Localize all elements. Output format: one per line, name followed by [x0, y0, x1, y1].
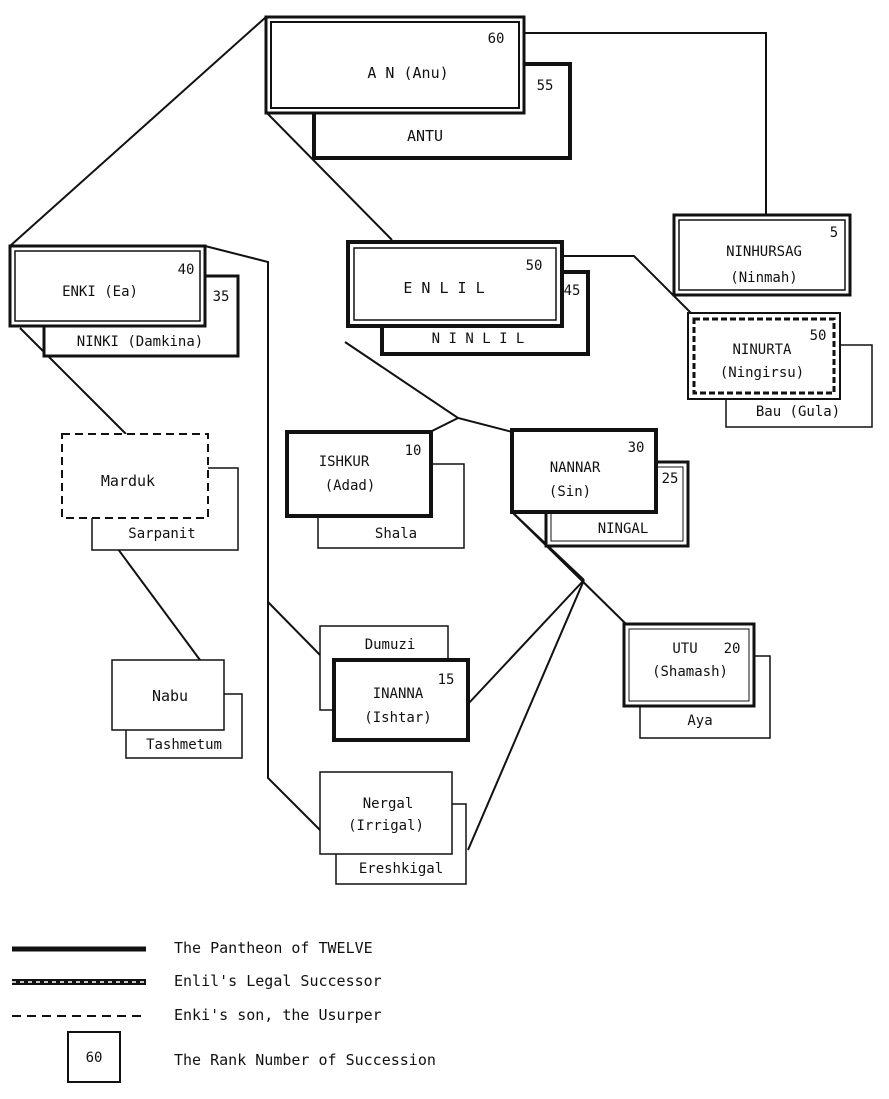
enlil-box: [346, 240, 564, 328]
marduk-box: [61, 433, 209, 519]
tashmetum-label: Tashmetum: [146, 737, 222, 753]
legend-twelve-label: The Pantheon of TWELVE: [174, 939, 373, 957]
deity-nannar: NANNAR (Sin) 30: [510, 428, 658, 514]
line-an-ninhursag: [524, 32, 767, 215]
an-label: A N (Anu): [367, 64, 448, 82]
ningal-rank: 25: [662, 471, 679, 487]
ninurta-rank: 50: [810, 328, 827, 344]
line-enki-nergal: [204, 245, 321, 831]
utu-label: UTU: [672, 641, 697, 657]
line-enki-marduk: [19, 327, 127, 435]
line-an-enlil: [265, 111, 393, 241]
legend-rank-label: The Rank Number of Succession: [174, 1051, 436, 1069]
nabu-label: Nabu: [152, 687, 188, 705]
sarpanit-label: Sarpanit: [128, 526, 195, 542]
deity-an: A N (Anu) 60: [264, 15, 526, 115]
line-fork-nergal: [467, 579, 585, 851]
nannar-box: [510, 428, 658, 514]
ningal-label: NINGAL: [598, 521, 649, 537]
nannar-sublabel: (Sin): [549, 484, 591, 500]
inanna-sublabel: (Ishtar): [364, 710, 431, 726]
ereshkigal-label: Ereshkigal: [359, 861, 443, 877]
enki-box: [8, 244, 207, 328]
nergal-box: [319, 771, 453, 855]
line-split-ishkur: [429, 417, 459, 433]
an-rank: 60: [488, 31, 505, 47]
deity-ninhursag: NINHURSAG (Ninmah) 5: [672, 213, 852, 297]
ishkur-box: [285, 430, 433, 518]
nannar-label: NANNAR: [550, 460, 601, 476]
deity-marduk: Marduk: [61, 433, 209, 519]
utu-rank: 20: [724, 641, 741, 657]
legend: The Pantheon of TWELVE Enlil's Legal Suc…: [12, 939, 436, 1083]
legend-rank-box: [67, 1031, 121, 1083]
ninurta-label: NINURTA: [732, 342, 792, 358]
deity-ishkur: ISHKUR (Adad) 10: [285, 430, 433, 518]
enki-rank: 40: [178, 262, 195, 278]
ninurta-box-dashed: [692, 317, 836, 395]
antu-label: ANTU: [407, 127, 443, 145]
enlil-label: E N L I L: [403, 279, 484, 297]
an-box-inner: [270, 21, 520, 109]
line-enlil-ninurta: [562, 255, 697, 319]
enlil-rank: 50: [526, 258, 543, 274]
deity-ninurta: NINURTA (Ningirsu) 50: [687, 312, 841, 400]
ninlil-label: N I N L I L: [432, 331, 525, 347]
ninhursag-box-inner: [678, 219, 846, 291]
ninki-label: NINKI (Damkina): [77, 334, 203, 350]
ninki-rank: 35: [213, 289, 230, 305]
deity-nergal: Nergal (Irrigal): [319, 771, 453, 855]
aya-label: Aya: [687, 713, 712, 729]
line-enlil-children: [344, 341, 529, 437]
marduk-label: Marduk: [101, 472, 155, 490]
inanna-label: INANNA: [373, 686, 424, 702]
antu-rank: 55: [537, 78, 554, 94]
ninurta-box: [687, 312, 841, 400]
inanna-box: [332, 658, 470, 742]
connector-lines: [9, 16, 767, 851]
ishkur-label: ISHKUR: [319, 454, 370, 470]
deity-utu: UTU (Shamash) 20: [622, 622, 756, 708]
utu-box: [622, 622, 756, 708]
line-fork-inanna: [467, 579, 585, 705]
nergal-sublabel: (Irrigal): [348, 818, 424, 834]
nergal-label: Nergal: [363, 796, 414, 812]
deity-nabu: Nabu: [111, 659, 225, 731]
ninhursag-label: NINHURSAG: [726, 244, 802, 260]
utu-box-inner: [628, 628, 750, 702]
legend-successor-label: Enlil's Legal Successor: [174, 972, 382, 990]
deity-inanna: INANNA (Ishtar) 15: [332, 658, 470, 742]
ninhursag-rank: 5: [830, 225, 838, 241]
an-box-outer: [264, 15, 526, 115]
enki-label: ENKI (Ea): [62, 284, 138, 300]
enki-box-inner: [14, 250, 201, 322]
deity-enki: ENKI (Ea) 40: [8, 244, 207, 328]
ninlil-rank: 45: [564, 283, 581, 299]
ishkur-rank: 10: [405, 443, 422, 459]
deity-enlil: E N L I L 50: [346, 240, 564, 328]
enlil-box-inner: [353, 247, 557, 321]
nannar-rank: 30: [628, 440, 645, 456]
ishkur-sublabel: (Adad): [325, 478, 376, 494]
ninhursag-sublabel: (Ninmah): [730, 270, 797, 286]
inanna-rank: 15: [438, 672, 455, 688]
dumuzi-label: Dumuzi: [365, 637, 416, 653]
legend-usurper-label: Enki's son, the Usurper: [174, 1006, 382, 1024]
line-enki-dumuzi: [267, 601, 321, 656]
utu-sublabel: (Shamash): [652, 664, 728, 680]
shala-label: Shala: [375, 526, 417, 542]
line-an-enki: [9, 16, 267, 247]
ninhursag-box: [672, 213, 852, 297]
bau-label: Bau (Gula): [756, 404, 840, 420]
legend-rank-sample: 60: [86, 1050, 103, 1066]
ninurta-sublabel: (Ningirsu): [720, 365, 804, 381]
nabu-box: [111, 659, 225, 731]
